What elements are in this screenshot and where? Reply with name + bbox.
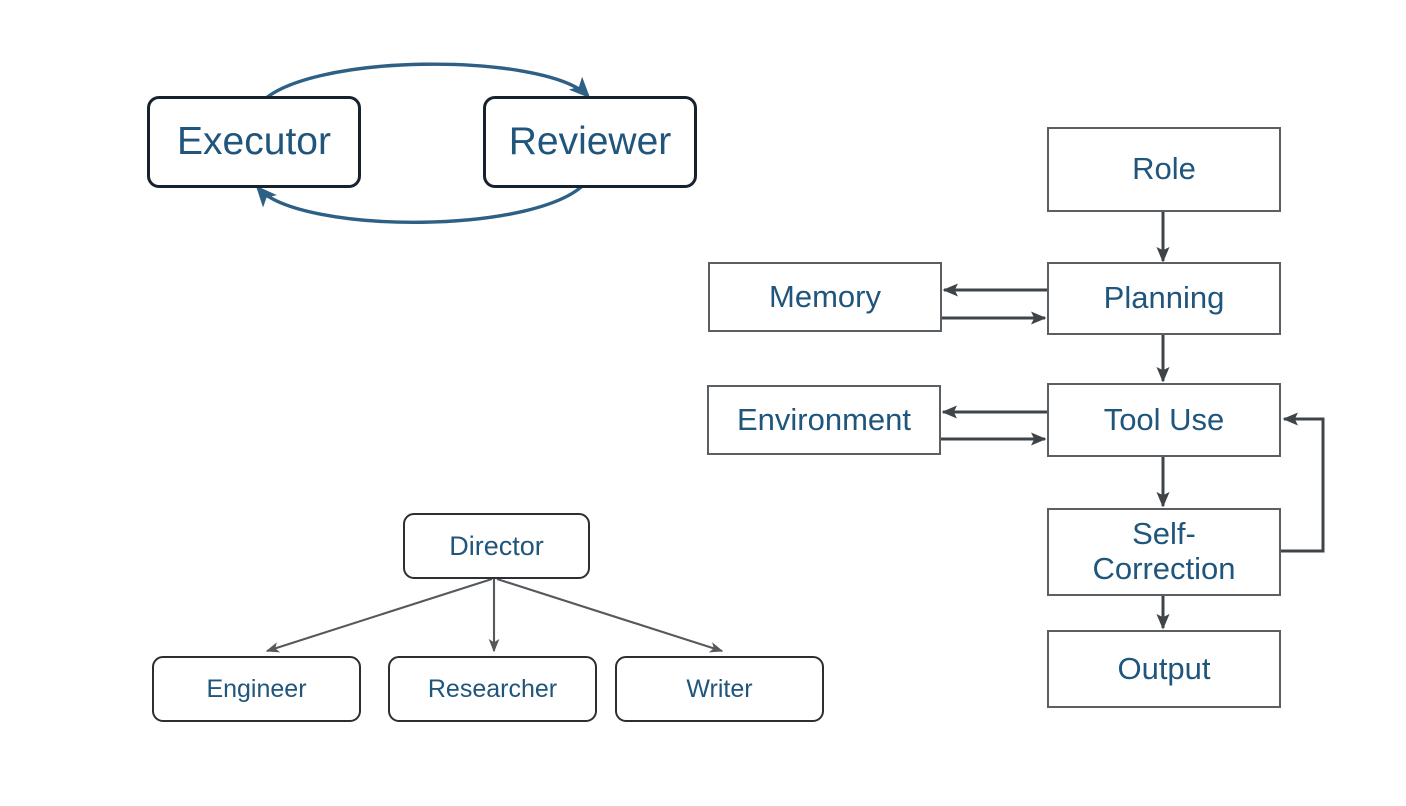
- node-engineer[interactable]: Engineer: [152, 656, 361, 722]
- node-reviewer[interactable]: Reviewer: [483, 96, 697, 188]
- node-role[interactable]: Role: [1047, 127, 1281, 212]
- node-planning[interactable]: Planning: [1047, 262, 1281, 335]
- node-memory[interactable]: Memory: [708, 262, 942, 332]
- node-engineer-label: Engineer: [206, 675, 307, 703]
- node-executor-label: Executor: [177, 120, 331, 164]
- node-reviewer-label: Reviewer: [508, 120, 672, 164]
- node-writer-label: Writer: [686, 675, 753, 703]
- node-self-correction[interactable]: Self- Correction: [1047, 508, 1281, 596]
- node-role-label: Role: [1132, 151, 1196, 187]
- node-output[interactable]: Output: [1047, 630, 1281, 708]
- edge-director-to-engineer: [265, 577, 493, 653]
- node-memory-label: Memory: [769, 278, 881, 314]
- node-self-correction-label: Self- Correction: [1092, 516, 1236, 586]
- node-environment[interactable]: Environment: [707, 385, 941, 455]
- node-director[interactable]: Director: [403, 513, 590, 579]
- edge-director-to-writer: [496, 577, 724, 653]
- node-output-label: Output: [1117, 650, 1211, 686]
- node-environment-label: Environment: [736, 401, 912, 437]
- node-tool-use-label: Tool Use: [1103, 401, 1225, 437]
- node-researcher[interactable]: Researcher: [388, 656, 597, 722]
- edge-self-correction-to-tool-use: [1280, 412, 1325, 553]
- node-planning-label: Planning: [1103, 280, 1225, 316]
- node-director-label: Director: [449, 530, 544, 561]
- node-researcher-label: Researcher: [427, 675, 558, 703]
- node-tool-use[interactable]: Tool Use: [1047, 383, 1281, 457]
- node-writer[interactable]: Writer: [615, 656, 824, 722]
- node-executor[interactable]: Executor: [147, 96, 361, 188]
